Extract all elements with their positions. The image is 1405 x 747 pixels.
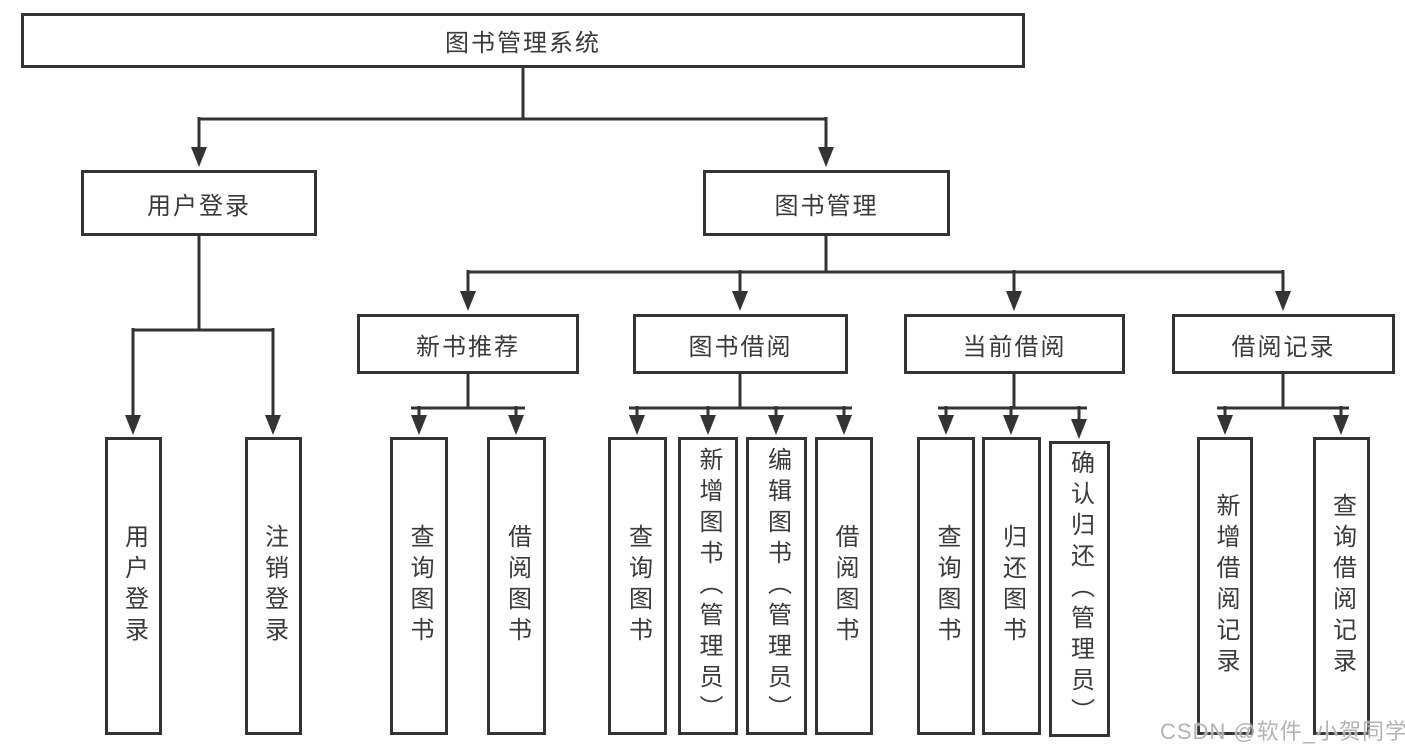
leaf-label: 借阅图书 (831, 524, 858, 648)
leaf-borrow-books-recommend: 借阅图书 (487, 437, 546, 735)
leaf-add-borrow-record: 新增借阅记录 (1197, 437, 1253, 735)
leaf-label: 确认归还（管理员） (1066, 449, 1094, 729)
leaf-label: 归还图书 (998, 524, 1026, 648)
node-new-book-recommendation: 新书推荐 (357, 314, 579, 374)
leaf-return-books: 归还图书 (982, 437, 1041, 735)
leaf-query-books-borrow: 查询图书 (608, 437, 667, 735)
leaf-label: 编辑图书（管理员） (763, 446, 791, 726)
leaf-label: 新增借阅记录 (1212, 493, 1239, 679)
leaf-label: 查询图书 (624, 524, 652, 648)
connector-segments (131, 66, 1349, 424)
leaf-label: 注销登录 (260, 524, 288, 648)
node-user-login: 用户登录 (81, 170, 317, 236)
leaf-label: 用户登录 (120, 524, 148, 648)
node-book-borrowing: 图书借阅 (633, 314, 848, 374)
leaf-label: 新增图书（管理员） (695, 446, 722, 726)
leaf-label: 查询图书 (406, 524, 433, 648)
arrowheads (125, 147, 1349, 439)
node-borrowing-records: 借阅记录 (1172, 314, 1395, 374)
leaf-confirm-return-admin: 确认归还（管理员） (1049, 441, 1110, 737)
leaf-label: 查询借阅记录 (1328, 493, 1356, 679)
leaf-query-books-recommend: 查询图书 (390, 437, 448, 735)
leaf-label: 查询图书 (933, 524, 960, 648)
csdn-watermark: CSDN @软件_小贺同学 (1160, 719, 1405, 744)
leaf-add-books-admin: 新增图书（管理员） (678, 437, 738, 735)
leaf-borrow-books: 借阅图书 (815, 437, 873, 735)
leaf-user-login: 用户登录 (105, 437, 162, 735)
leaf-query-borrow-record: 查询借阅记录 (1313, 437, 1370, 735)
leaf-query-books-current: 查询图书 (917, 437, 975, 735)
leaf-logout: 注销登录 (245, 437, 302, 735)
leaf-label: 借阅图书 (503, 524, 531, 648)
node-current-borrowing: 当前借阅 (904, 314, 1125, 374)
leaf-edit-books-admin: 编辑图书（管理员） (746, 437, 807, 735)
node-library-management-system: 图书管理系统 (21, 13, 1025, 68)
node-book-management: 图书管理 (703, 170, 950, 236)
